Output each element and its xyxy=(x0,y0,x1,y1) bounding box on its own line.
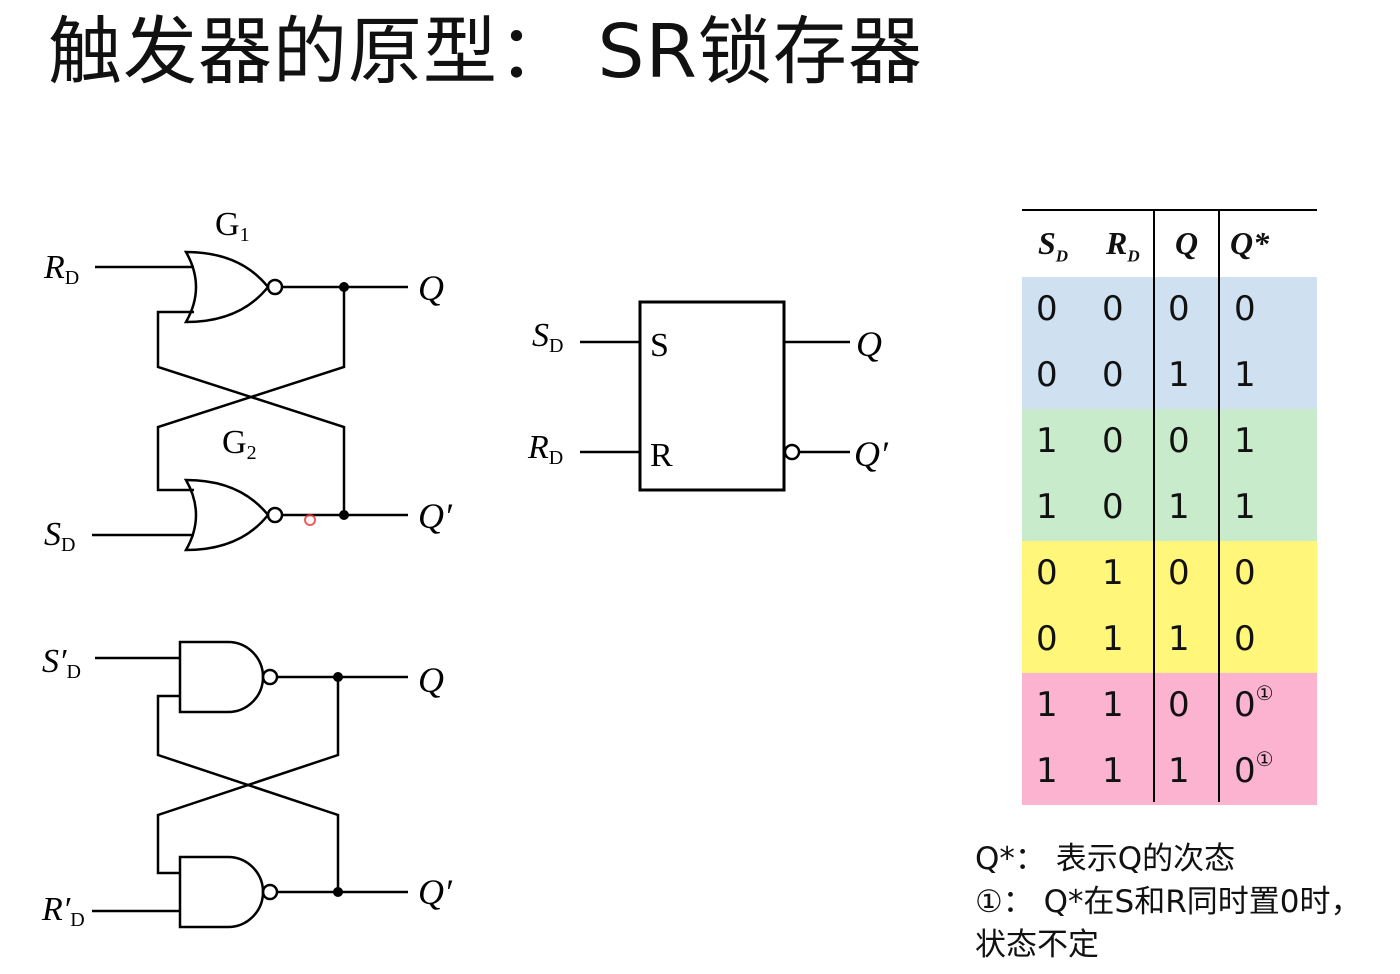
pin-label-r: R xyxy=(650,437,673,474)
column-divider xyxy=(1218,209,1220,802)
footnotes: Q*： 表示Q的次态 ①： Q*在S和R同时置0时， 状态不定 xyxy=(975,838,1362,967)
header-rd: RD xyxy=(1106,225,1140,266)
table-cell: 1 xyxy=(1168,355,1190,395)
table-cell: 1 xyxy=(1036,421,1058,461)
table-cell: 1 xyxy=(1234,421,1256,461)
junction-dot xyxy=(339,510,349,520)
output-label-q: Q xyxy=(418,268,444,308)
table-cell: 0 xyxy=(1102,289,1124,329)
latch-box xyxy=(638,300,786,492)
nand-latch-diagram: S′D R′D Q Q′ xyxy=(41,640,453,931)
note-q-star: Q*： 表示Q的次态 xyxy=(975,841,1236,877)
input-label-rd: RD xyxy=(527,429,563,469)
cursor-marker xyxy=(304,514,316,526)
gate-label-g2: G2 xyxy=(222,424,257,464)
table-row: 1 1 1 0① xyxy=(1022,739,1317,805)
junction-dot xyxy=(333,672,343,682)
table-cell: 0① xyxy=(1234,681,1274,725)
footnote-mark: ① xyxy=(1255,747,1274,771)
table-cell: 1 xyxy=(1102,751,1124,791)
table-cell: 0 xyxy=(1036,355,1058,395)
header-q-next: Q* xyxy=(1230,225,1270,261)
input-label-rd: RD xyxy=(43,249,79,289)
table-cell: 0 xyxy=(1234,553,1256,593)
input-label-sd-prime: S′D xyxy=(42,643,81,683)
table-cell: 0 xyxy=(1102,355,1124,395)
table-cell: 0 xyxy=(1102,487,1124,527)
inverter-bubble-bottom xyxy=(261,883,279,901)
nor-gate-g1 xyxy=(183,250,270,324)
junction-dot xyxy=(333,887,343,897)
table-row: 0 1 0 0 xyxy=(1022,541,1317,607)
input-label-sd: SD xyxy=(532,317,563,357)
table-cell: 0 xyxy=(1036,289,1058,329)
table-cell: 0 xyxy=(1168,289,1190,329)
table-cell: 1 xyxy=(1036,487,1058,527)
table-header: SD RD Q Q* xyxy=(1022,209,1317,279)
nor-gate-g2 xyxy=(183,478,270,552)
table-cell: 1 xyxy=(1234,487,1256,527)
table-cell: 0 xyxy=(1168,685,1190,725)
junction-dot xyxy=(339,282,349,292)
column-divider xyxy=(1153,209,1155,802)
output-label-q-prime: Q′ xyxy=(418,496,453,536)
output-label-q-prime: Q′ xyxy=(418,872,453,912)
nand-gate-bottom xyxy=(178,855,265,929)
table-cell: 0 xyxy=(1168,553,1190,593)
footnote-mark: ① xyxy=(1255,681,1274,705)
table-row: 1 0 1 1 xyxy=(1022,475,1317,541)
output-label-q: Q xyxy=(856,324,882,364)
gate-label-g1: G1 xyxy=(215,206,250,246)
sr-latch-symbol: S R SD RD Q Q′ xyxy=(527,300,889,492)
table-row: 1 1 0 0① xyxy=(1022,673,1317,739)
output-label-q: Q xyxy=(418,660,444,700)
page-title: 触发器的原型： SR锁存器 xyxy=(48,9,923,95)
table-cell: 0 xyxy=(1234,619,1256,659)
input-label-sd: SD xyxy=(44,516,75,556)
table-cell: 1 xyxy=(1168,751,1190,791)
table-cell: 1 xyxy=(1102,685,1124,725)
table-cell: 0 xyxy=(1036,619,1058,659)
table-row: 0 0 1 1 xyxy=(1022,343,1317,409)
note-undefined: ①： Q*在S和R同时置0时， xyxy=(975,884,1362,920)
table-cell: 1 xyxy=(1036,685,1058,725)
inverter-bubble-top xyxy=(261,668,279,686)
header-q: Q xyxy=(1175,225,1199,261)
inverter-bubble-g2 xyxy=(266,506,284,524)
table-row: 1 0 0 1 xyxy=(1022,409,1317,475)
table-row: 0 1 1 0 xyxy=(1022,607,1317,673)
table-cell: 0① xyxy=(1234,747,1274,791)
table-row: 0 0 0 0 xyxy=(1022,277,1317,343)
table-cell: 0 xyxy=(1234,289,1256,329)
table-cell: 1 xyxy=(1168,487,1190,527)
input-label-rd-prime: R′D xyxy=(41,891,85,931)
table-cell: 0 xyxy=(1102,421,1124,461)
pin-label-s: S xyxy=(650,327,669,364)
table-cell: 1 xyxy=(1036,751,1058,791)
table-cell: 1 xyxy=(1168,619,1190,659)
nor-latch-diagram: G1 G2 RD SD Q Q′ xyxy=(43,206,453,556)
note-undefined-cont: 状态不定 xyxy=(975,927,1099,963)
inverter-bubble xyxy=(783,443,801,461)
table-cell: 1 xyxy=(1102,619,1124,659)
inverter-bubble-g1 xyxy=(266,278,284,296)
table-cell: 1 xyxy=(1234,355,1256,395)
header-sd: SD xyxy=(1038,225,1069,266)
table-cell: 0 xyxy=(1036,553,1058,593)
table-cell: 1 xyxy=(1102,553,1124,593)
output-label-q-prime: Q′ xyxy=(854,434,889,474)
table-cell: 0 xyxy=(1168,421,1190,461)
nand-gate-top xyxy=(178,640,265,714)
